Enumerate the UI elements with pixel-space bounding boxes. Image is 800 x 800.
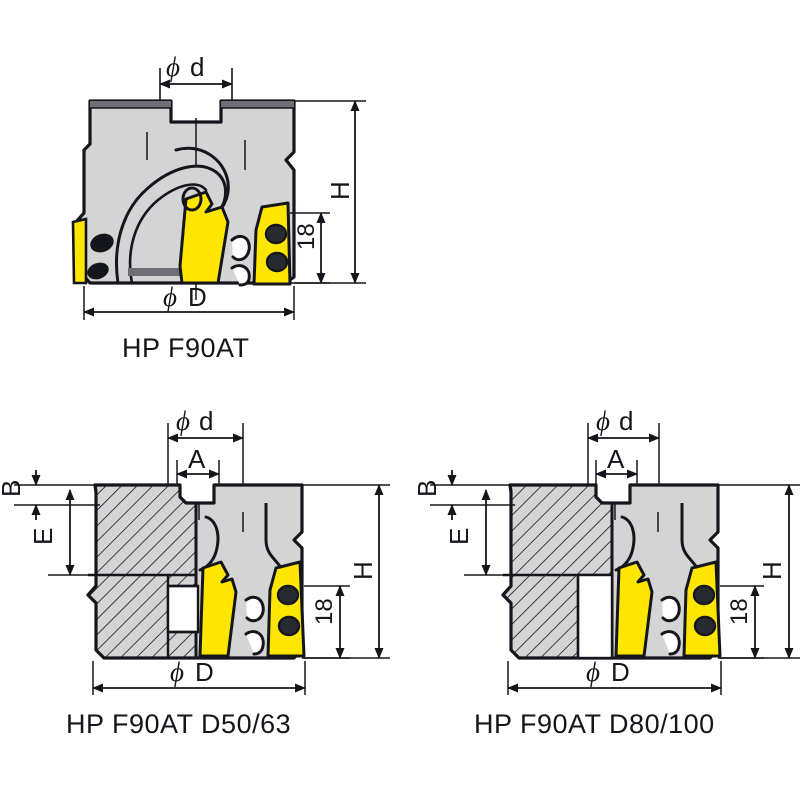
E-label-bl: E	[28, 528, 58, 545]
H-label-br: H	[757, 561, 787, 580]
centre-axis-marks-br	[614, 503, 659, 532]
insert-left-edge	[71, 217, 88, 285]
chip-gash-upper-bl	[244, 595, 265, 623]
chip-gash-lower-bl	[244, 630, 265, 656]
E-label-br: E	[444, 528, 474, 545]
figure-hp-f90at-d50-63: ϕ d A	[0, 406, 390, 739]
B-label-br: B	[412, 480, 442, 497]
chip-gash-upper-br	[660, 595, 681, 623]
insert-right-br	[682, 560, 722, 658]
phi-d-label-top: d	[190, 52, 204, 82]
insert-right-bl	[266, 560, 306, 658]
phi-D-label-br: D	[611, 657, 630, 687]
chip-gash-lower-br	[660, 630, 681, 656]
phi-d-symbol-bl: ϕ	[176, 406, 190, 436]
figure-hp-f90at-d80-100: ϕ d A	[412, 406, 800, 739]
caption-bottom-right: HP F90AT D80/100	[474, 709, 715, 739]
phi-d-label-bl: d	[199, 406, 213, 436]
screw-head-left-lower	[87, 262, 109, 280]
B-label-bl: B	[0, 480, 26, 497]
phi-d-symbol-top: ϕ	[166, 52, 180, 82]
phi-D-label-bl: D	[195, 657, 214, 687]
insert-middle	[178, 190, 230, 285]
A-label-br: A	[607, 444, 625, 474]
eighteen-label-top: 18	[293, 223, 320, 250]
section-hatch-border-br	[501, 483, 614, 660]
insert-right-bore-lower-bl	[277, 615, 301, 637]
insert-right-bore-upper-br	[692, 584, 716, 606]
pocket-contour-inner	[128, 183, 208, 285]
H-label-bl: H	[348, 561, 378, 580]
eighteen-label-bl: 18	[311, 598, 338, 625]
H-label-top: H	[325, 181, 355, 200]
screw-head-left-upper	[90, 233, 114, 253]
phi-D-label-top: D	[188, 282, 207, 312]
chip-gash-upper	[230, 234, 251, 262]
insert-middle-bl	[198, 560, 238, 658]
eighteen-label-br: 18	[726, 598, 753, 625]
top-rim-highlight	[90, 101, 294, 108]
insert-right-bore-upper-bl	[276, 584, 300, 606]
B-extension-lines-bl	[14, 484, 100, 506]
A-label-bl: A	[188, 444, 206, 474]
insert-right-bore-lower-br	[693, 615, 717, 637]
insert-right-bore-upper	[264, 223, 288, 245]
phi-d-symbol-br: ϕ	[596, 406, 610, 436]
phi-D-symbol-top: ϕ	[163, 282, 177, 312]
phi-D-symbol-br: ϕ	[586, 657, 600, 687]
figure-hp-f90at: ϕ d	[71, 52, 366, 363]
section-hatch-border-bl	[86, 483, 198, 660]
chip-gash-lower	[230, 264, 251, 287]
B-extension-lines-br	[430, 484, 515, 506]
phi-D-symbol-bl: ϕ	[170, 657, 184, 687]
caption-top: HP F90AT	[122, 333, 250, 363]
phi-d-label-br: d	[619, 406, 633, 436]
insert-right-bore-lower	[265, 251, 289, 273]
caption-bottom-left: HP F90AT D50/63	[66, 709, 291, 739]
insert-middle-br	[614, 560, 654, 658]
bore-step-lines-bl	[88, 573, 200, 658]
bore-step-lines-br	[503, 573, 614, 660]
pocket-contour-outer	[115, 164, 227, 285]
centre-axis-marks-bl	[198, 503, 244, 532]
insert-middle-bore	[181, 186, 203, 212]
